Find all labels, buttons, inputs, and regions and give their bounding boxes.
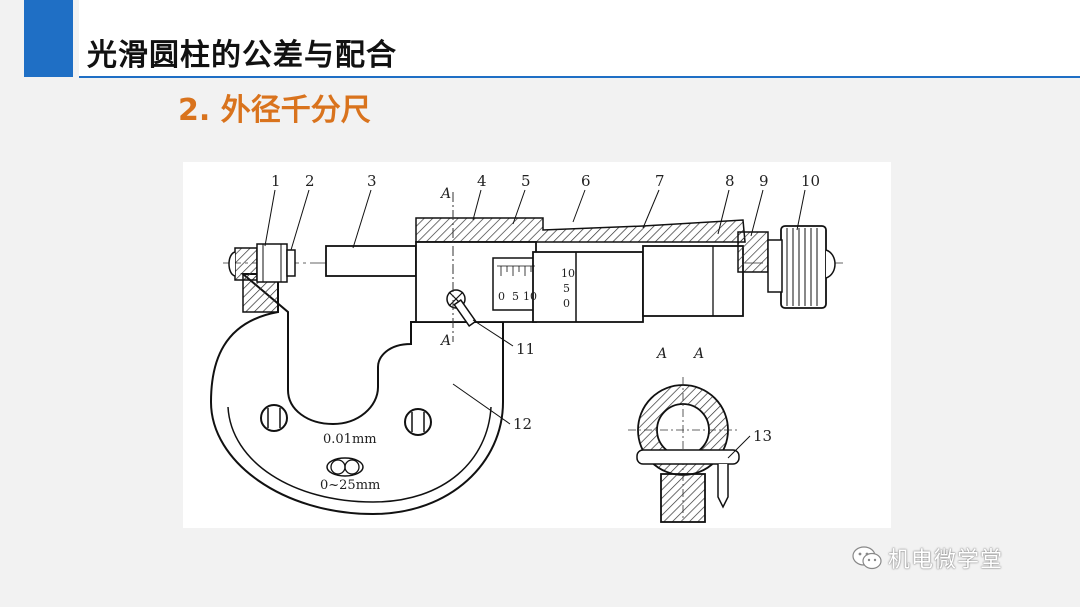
thimble — [532, 251, 644, 323]
sleeve-scale-10: 10 — [523, 290, 537, 303]
section-mark-bottom: A — [439, 333, 451, 349]
part-number-12: 12 — [513, 415, 532, 433]
part-number-11: 11 — [516, 340, 535, 358]
sleeve-scale-0: 0 — [498, 290, 505, 303]
part-number-2: 2 — [305, 172, 315, 190]
part-number-3: 3 — [367, 172, 377, 190]
anvil-nut — [256, 243, 288, 283]
micrometer-drawing: 0.01mm 0~25mm 0 5 10 10 5 0 A A — [209, 172, 843, 523]
watermark-text: 机电微学堂 — [888, 548, 1004, 573]
frame-inner-band — [227, 406, 492, 503]
thimble-rear — [642, 245, 744, 317]
frame-label-precision: 0.01mm — [323, 432, 377, 447]
title-accent-bar — [24, 0, 73, 77]
section-mark-top: A — [439, 186, 451, 202]
sleeve — [492, 257, 539, 311]
section-view-label-a2: A — [692, 346, 704, 362]
lock-lever — [453, 299, 477, 327]
leader-lines — [264, 189, 806, 459]
ratchet-housing — [737, 231, 769, 273]
frame-screw-left — [260, 404, 288, 432]
part-number-7: 7 — [655, 172, 665, 190]
part-number-1: 1 — [271, 172, 281, 190]
part-number-8: 8 — [725, 172, 735, 190]
micrometer-diagram: 0.01mm 0~25mm 0 5 10 10 5 0 A A — [183, 162, 891, 528]
thimble-scale-10: 10 — [561, 267, 575, 280]
part-number-13: 13 — [753, 427, 772, 445]
part-number-5: 5 — [521, 172, 531, 190]
thimble-scale-0: 0 — [563, 297, 570, 310]
anvil — [234, 247, 258, 281]
spindle — [325, 245, 417, 277]
title-underline — [79, 76, 1080, 78]
section-view: A A — [628, 346, 740, 523]
sleeve-scale-5: 5 — [512, 290, 519, 303]
section-view-label-a1: A — [655, 346, 667, 362]
title-bar — [79, 0, 1080, 77]
part-number-10: 10 — [801, 172, 820, 190]
frame-screw-right — [404, 408, 432, 436]
part-number-9: 9 — [759, 172, 769, 190]
section-subtitle: 2. 外径千分尺 — [178, 93, 371, 128]
body-hatched-top — [415, 217, 746, 243]
slide-title: 光滑圆柱的公差与配合 — [87, 38, 397, 73]
thimble-scale-5: 5 — [563, 282, 570, 295]
ratchet-knob — [780, 225, 827, 309]
frame-label-range: 0~25mm — [320, 478, 380, 493]
wechat-icon — [852, 546, 882, 570]
watermark: 机电微学堂 — [852, 542, 1003, 574]
part-number-6: 6 — [581, 172, 591, 190]
part-number-4: 4 — [477, 172, 487, 190]
frame-outer — [209, 273, 504, 516]
frame-rivet-center — [326, 457, 364, 477]
